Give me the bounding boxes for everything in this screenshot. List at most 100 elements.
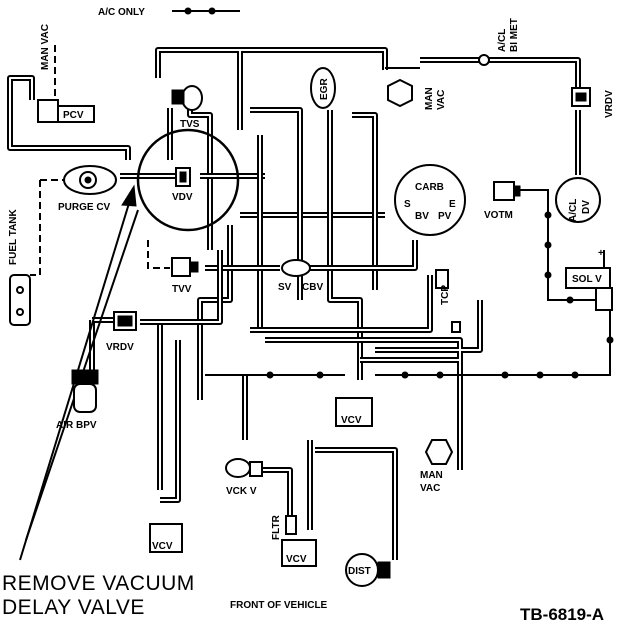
tvv-body bbox=[171, 257, 191, 277]
hose-top-core bbox=[9, 49, 579, 130]
ac-line-connectors bbox=[266, 211, 614, 379]
tvs-nut bbox=[171, 89, 185, 105]
filter: FLTR bbox=[271, 514, 297, 540]
label-vcv-bottom: VCV bbox=[286, 554, 307, 565]
legend-ac-only: A/C ONLY bbox=[98, 7, 240, 18]
vcv-center: VCV bbox=[335, 397, 373, 427]
vcv-left: VCV bbox=[149, 523, 183, 553]
figure-id: TB-6819-A bbox=[520, 605, 604, 624]
man-vac-bottom-hex bbox=[424, 439, 454, 465]
acl-dv-body bbox=[555, 177, 601, 223]
legend-connector bbox=[208, 7, 216, 15]
label-pcv: PCV bbox=[63, 110, 84, 121]
votm-unit: VOTM bbox=[484, 181, 521, 221]
connector bbox=[401, 371, 409, 379]
label-man-vac-mid-2: VAC bbox=[436, 90, 447, 110]
pcv-box bbox=[57, 105, 95, 123]
man-vac-port-mid: MAN VAC bbox=[387, 78, 447, 110]
purge-cv-dot bbox=[84, 176, 92, 184]
label-fuel-tank: FUEL TANK bbox=[8, 208, 19, 265]
label-egr: EGR bbox=[319, 78, 330, 100]
vck-v-body bbox=[225, 458, 251, 478]
label-acl-dv-2: DV bbox=[581, 200, 592, 214]
tvs-switch: TVS bbox=[171, 85, 203, 130]
vrdv-right: VRDV bbox=[571, 87, 615, 118]
label-purge-cv: PURGE CV bbox=[58, 202, 111, 213]
dash-tvv bbox=[147, 240, 170, 269]
connector bbox=[571, 371, 579, 379]
connector bbox=[436, 371, 444, 379]
label-dist: DIST bbox=[348, 566, 371, 577]
label-front-of-vehicle: FRONT OF VEHICLE bbox=[230, 600, 328, 611]
hose-top bbox=[7, 47, 581, 130]
egr-body bbox=[310, 67, 336, 109]
label-vrdv-right: VRDV bbox=[604, 90, 615, 118]
label-tvv: TVV bbox=[172, 284, 192, 295]
legend-connector bbox=[184, 7, 192, 15]
label-cbv: CBV bbox=[302, 282, 323, 293]
hose-center-core bbox=[199, 109, 376, 400]
air-bpv-top bbox=[71, 369, 99, 385]
acl-dv-valve: A/CL DV bbox=[555, 177, 601, 223]
fuel-tank-connection: FUEL TANK bbox=[8, 208, 31, 326]
sv-cbv-valve: SV CBV bbox=[278, 259, 323, 293]
connector bbox=[544, 211, 552, 219]
connector bbox=[566, 296, 574, 304]
label-carb-e: E bbox=[449, 199, 456, 210]
label-vrdv-left: VRDV bbox=[106, 342, 134, 353]
label-air-bpv: AIR BPV bbox=[56, 420, 97, 431]
label-man-vac-bottom-2: VAC bbox=[420, 483, 440, 494]
connector bbox=[536, 371, 544, 379]
hose-vcv-left bbox=[157, 325, 181, 503]
dash-fuel-tank bbox=[30, 179, 70, 276]
fuel-tank-bracket bbox=[9, 274, 31, 326]
label-man-vac-mid-1: MAN bbox=[424, 87, 435, 110]
votm-body bbox=[493, 181, 515, 201]
connector bbox=[501, 371, 509, 379]
dist-diaphragm bbox=[377, 561, 391, 579]
acl-bimet-sensor: A/CL BI MET bbox=[478, 18, 520, 66]
sol-v-body bbox=[595, 287, 613, 311]
label-sv: SV bbox=[278, 282, 292, 293]
label-carb-bv: BV bbox=[415, 211, 429, 222]
votm-nipple bbox=[513, 185, 521, 197]
fltr-body bbox=[285, 515, 297, 535]
carburetor: CARB S E BV PV bbox=[394, 164, 466, 236]
bracket-hole bbox=[16, 286, 24, 294]
vdv-valve: VDV bbox=[136, 128, 240, 232]
label-ac-only: A/C ONLY bbox=[98, 7, 145, 18]
hose-mid-core bbox=[250, 275, 481, 470]
arrow-head bbox=[121, 184, 137, 207]
distributor: DIST bbox=[345, 553, 391, 587]
hose-pcv-core bbox=[9, 120, 129, 160]
hose-tvv bbox=[205, 240, 418, 271]
vcv-center-body bbox=[335, 397, 373, 427]
pcv-body bbox=[37, 99, 59, 123]
label-acl-bimet-2: BI MET bbox=[509, 18, 520, 52]
vdv-highlight-circle bbox=[136, 128, 240, 232]
vcv-bottom-body bbox=[281, 539, 317, 567]
vrdv-right-core bbox=[575, 92, 587, 102]
vck-v-port bbox=[249, 461, 263, 477]
connector bbox=[266, 371, 274, 379]
pcv-valve: PCV bbox=[37, 99, 95, 123]
tcp-fitting bbox=[451, 321, 461, 333]
hose-lower-core bbox=[244, 375, 396, 560]
tvv-nipple bbox=[189, 261, 199, 273]
hose-center bbox=[197, 107, 378, 400]
egr-valve: EGR bbox=[310, 67, 336, 109]
signal-lines bbox=[19, 45, 611, 561]
tvs-body bbox=[181, 85, 203, 111]
vck-v-valve: VCK V bbox=[225, 458, 263, 497]
sv-cbv-body bbox=[281, 259, 311, 277]
bracket-hole bbox=[16, 308, 24, 316]
connector bbox=[544, 241, 552, 249]
label-vcv-center: VCV bbox=[341, 415, 362, 426]
label-sol-v: SOL V bbox=[572, 274, 602, 285]
carb-body bbox=[394, 164, 466, 236]
sol-v-plus: + bbox=[598, 248, 604, 259]
label-tvs: TVS bbox=[180, 119, 200, 130]
vacuum-hoses bbox=[7, 47, 581, 560]
label-acl-dv-1: A/CL bbox=[568, 199, 579, 222]
